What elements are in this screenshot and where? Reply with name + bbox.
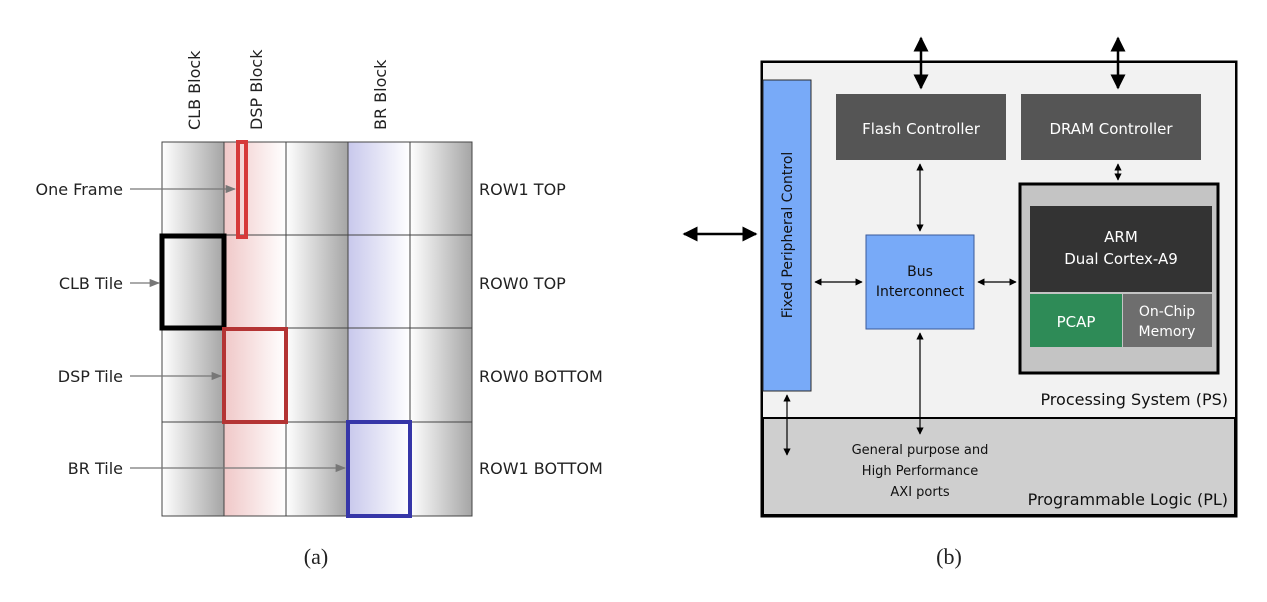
grid-column-3	[286, 142, 348, 516]
row-label-3: ROW0 BOTTOM	[479, 367, 603, 386]
onchip-label-line1: On-Chip	[1139, 304, 1195, 320]
column-header-dsp: DSP Block	[247, 49, 266, 130]
label-br-tile: BR Tile	[68, 459, 123, 478]
arm-cortex-a9	[1030, 206, 1212, 292]
flash-controller-label: Flash Controller	[862, 120, 981, 138]
dsp-tile-highlight	[222, 327, 288, 424]
row-label-4: ROW1 BOTTOM	[479, 459, 603, 478]
row-label-1: ROW1 TOP	[479, 180, 566, 199]
panel-b: Fixed Peripheral Control Flash Controlle…	[682, 36, 1238, 569]
label-clb-tile: CLB Tile	[59, 274, 123, 293]
flash-controller	[836, 94, 1006, 160]
column-header-br: BR Block	[371, 59, 390, 130]
pl-label: Programmable Logic (PL)	[1028, 490, 1228, 509]
arm-label-line2: Dual Cortex-A9	[1064, 250, 1178, 268]
label-dsp-tile: DSP Tile	[58, 367, 123, 386]
onchip-label-line2: Memory	[1139, 324, 1196, 340]
arm-label-line1: ARM	[1104, 228, 1138, 246]
ps-label: Processing System (PS)	[1040, 390, 1228, 409]
axi-label-line1: General purpose and	[852, 443, 989, 458]
bus-label-line2: Interconnect	[876, 284, 965, 300]
dram-controller	[1021, 94, 1201, 160]
row-label-2: ROW0 TOP	[479, 274, 566, 293]
fixed-peripheral-control	[762, 79, 812, 392]
frame-highlight	[236, 140, 248, 239]
bus-label-line1: Bus	[907, 264, 933, 280]
pcap-label: PCAP	[1057, 313, 1096, 331]
label-one-frame: One Frame	[35, 180, 123, 199]
caption-a: (a)	[304, 544, 328, 569]
fpga-grid	[159, 140, 473, 518]
column-header-clb: CLB Block	[185, 50, 204, 130]
axi-label-line3: AXI ports	[890, 485, 949, 500]
bus-interconnect	[865, 234, 975, 330]
programmable-logic-region	[762, 417, 1236, 516]
br-tile-highlight	[346, 420, 412, 518]
fixed-peripheral-label: Fixed Peripheral Control	[780, 152, 796, 319]
grid-column-5	[410, 142, 472, 516]
axi-label-line2: High Performance	[862, 464, 978, 479]
clb-tile-highlight	[159, 233, 227, 331]
onchip-memory-block	[1123, 294, 1212, 347]
dram-controller-label: DRAM Controller	[1049, 120, 1173, 138]
grid-column-br	[348, 142, 410, 516]
pcap-block	[1030, 294, 1122, 347]
caption-b: (b)	[936, 544, 962, 569]
panel-a: CLB Block DSP Block BR Block One Frame C…	[35, 49, 602, 569]
